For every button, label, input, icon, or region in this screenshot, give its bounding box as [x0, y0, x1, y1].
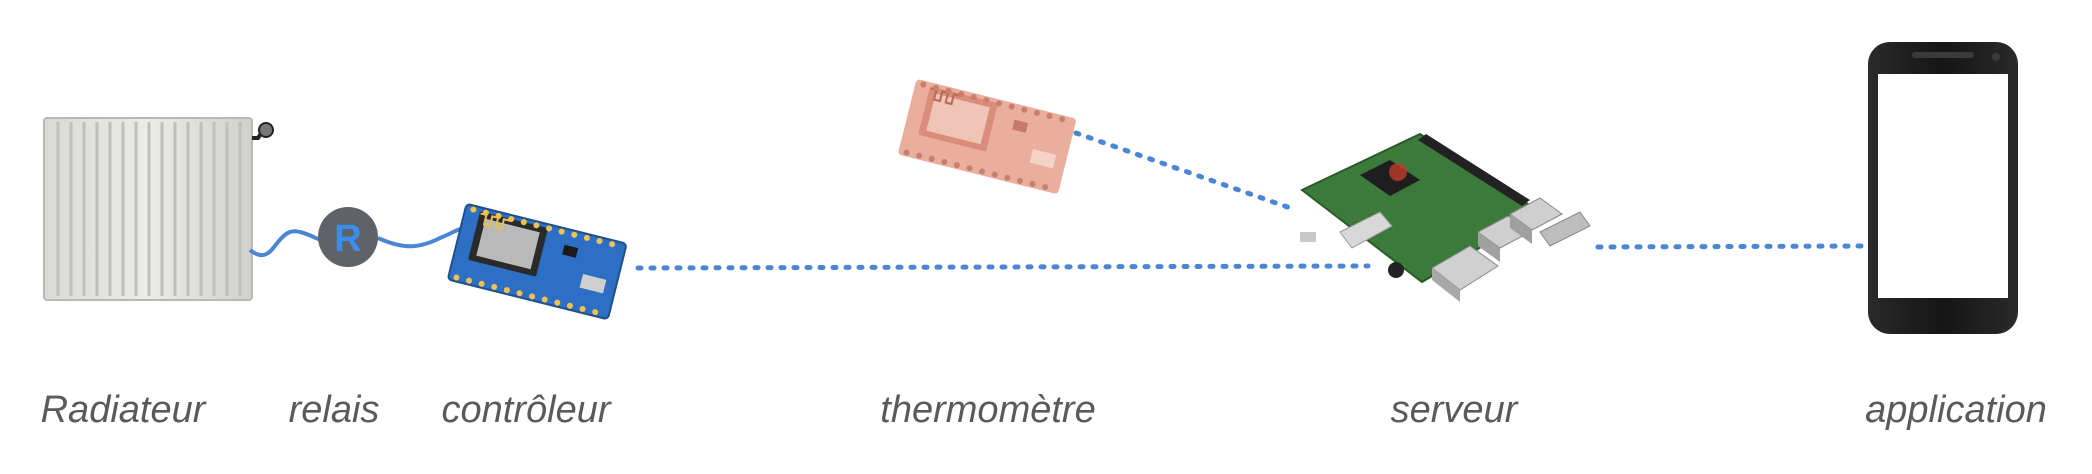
wire-radiator-relay [248, 229, 323, 258]
relay-badge-letter: R [334, 218, 361, 260]
dotted-links [635, 130, 1871, 271]
wire-relay-controller [377, 226, 469, 249]
phone-icon [1868, 42, 2018, 334]
label-radiator: Radiateur [40, 389, 206, 431]
label-application: application [1865, 389, 2047, 431]
label-thermometer: thermomètre [880, 389, 1096, 431]
label-controller: contrôleur [441, 389, 611, 431]
radiator-icon [43, 117, 274, 301]
server-board-icon [1300, 132, 1591, 302]
link-thermometer-server [1073, 130, 1299, 213]
label-server: serveur [1390, 389, 1518, 431]
controller-board-icon [447, 203, 627, 320]
label-relay: relais [288, 389, 380, 431]
thermometer-board-icon [898, 79, 1076, 194]
link-controller-server [635, 263, 1371, 271]
relay-icon: R [318, 207, 378, 267]
link-server-application [1595, 243, 1871, 250]
